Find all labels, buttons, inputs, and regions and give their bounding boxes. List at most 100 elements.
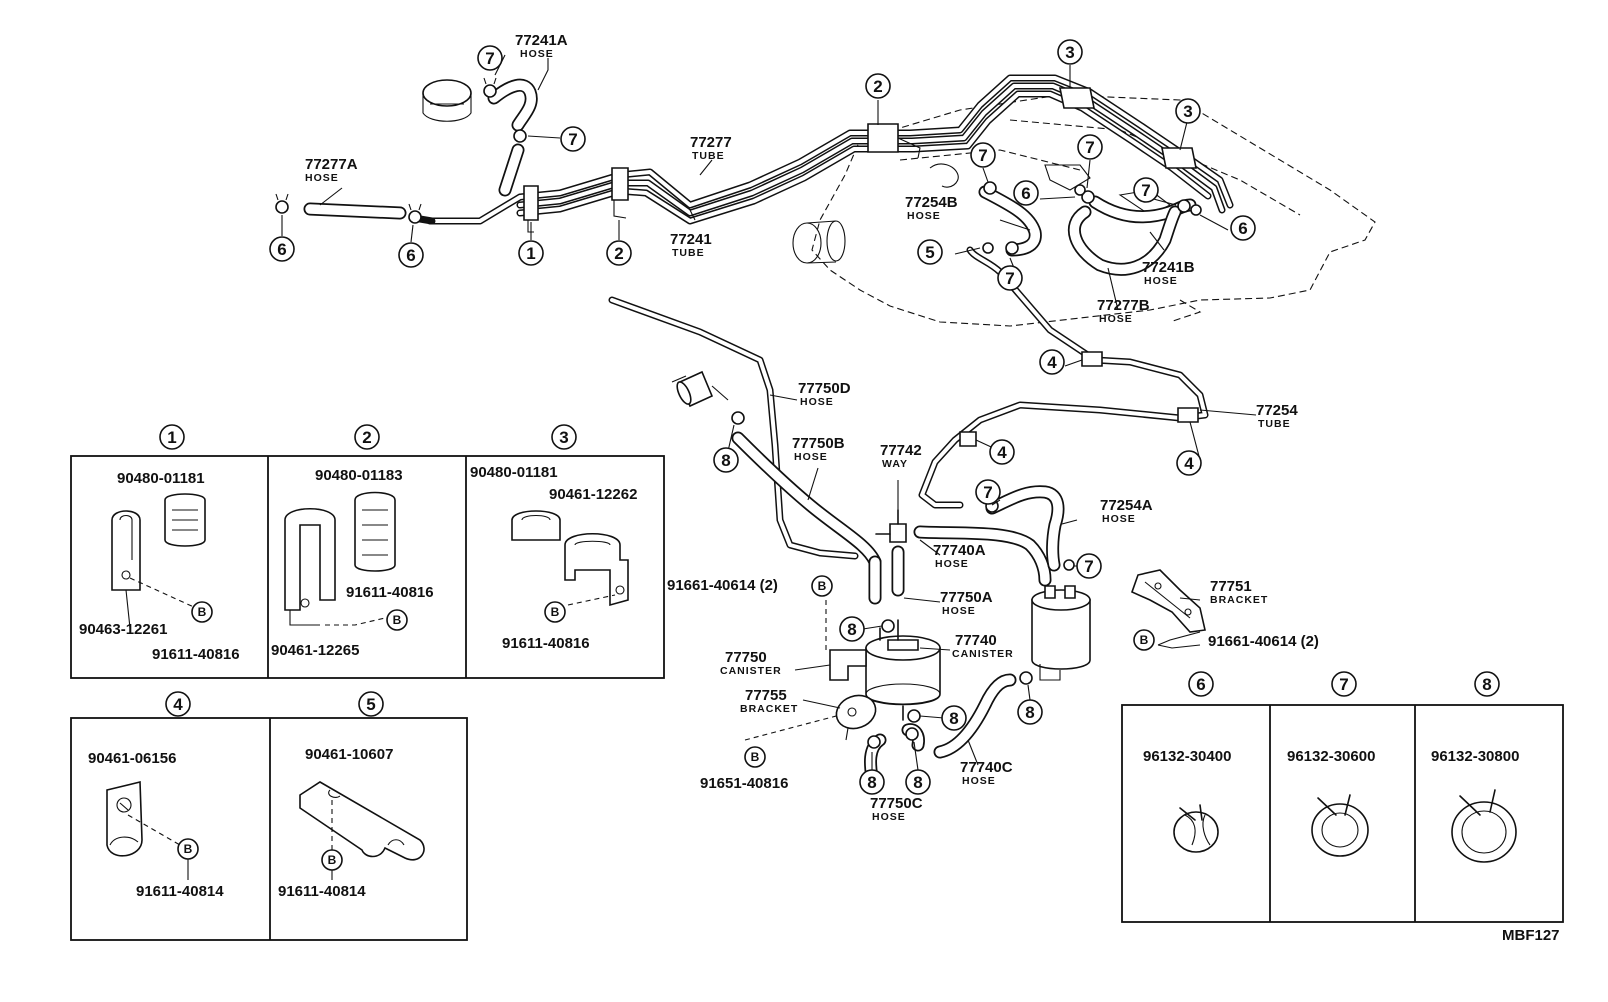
detail-5-id: 5 (366, 695, 375, 714)
detail-4-part-a: 90461-06156 (88, 750, 176, 767)
label-77740A: 77740A HOSE (933, 542, 986, 570)
callout-6: 6 (406, 246, 415, 265)
label-77740-num: 77740 (955, 632, 997, 649)
label-77277: 77277 TUBE (690, 134, 732, 162)
label-77277B: 77277B HOSE (1097, 297, 1150, 325)
detail-3-part-a: 90480-01181 (470, 464, 558, 481)
detail-1-part-c: 91611-40816 (152, 646, 240, 663)
callout-7: 7 (983, 483, 992, 502)
detail-6-part: 96132-30400 (1143, 748, 1231, 765)
detail-4-b: B (184, 842, 193, 856)
label-77755-desc: BRACKET (740, 703, 798, 715)
detail-6-id: 6 (1196, 675, 1205, 694)
three-way-77742 (875, 509, 1052, 597)
label-77254B-num: 77254B (905, 194, 958, 211)
label-77750D: 77750D HOSE (798, 380, 851, 408)
detail-4: 4 90461-06156 91611-40814 B (88, 691, 224, 900)
label-77742: 77742 WAY (880, 442, 922, 470)
label-77742-desc: WAY (882, 458, 908, 470)
hose-77740C (933, 673, 1017, 759)
callout-4: 4 (1184, 454, 1194, 473)
bolt-ref-3: B 91651-40816 (700, 746, 788, 792)
callout-7: 7 (568, 130, 577, 149)
label-77750-desc: CANISTER (720, 665, 782, 677)
label-77241-desc: TUBE (672, 247, 705, 259)
callout-4: 4 (1047, 353, 1057, 372)
callout-6: 6 (1021, 184, 1030, 203)
detail-3: 3 90480-01181 90461-12262 91611-40816 B (470, 424, 637, 652)
label-77750C: 77750C HOSE (870, 795, 923, 823)
detail-3-part-c: 91611-40816 (502, 635, 590, 652)
callout-7: 7 (978, 146, 987, 165)
callout-8: 8 (1025, 703, 1034, 722)
callout-7: 7 (1085, 138, 1094, 157)
hose-clamps-main (275, 77, 1202, 749)
hose-77750D (608, 296, 859, 560)
label-77254A: 77254A HOSE (1100, 497, 1153, 525)
detail-5-b: B (328, 853, 337, 867)
callout-8: 8 (721, 451, 730, 470)
label-77277A: 77277A HOSE (305, 156, 358, 184)
label-77740C: 77740C HOSE (960, 759, 1013, 787)
bracket-77755 (835, 694, 877, 741)
label-77742-num: 77742 (880, 442, 922, 459)
detail-7-id: 7 (1339, 675, 1348, 694)
detail-6: 6 96132-30400 (1143, 671, 1231, 853)
callout-7: 7 (485, 49, 494, 68)
detail-8-id: 8 (1482, 675, 1491, 694)
label-77750B-num: 77750B (792, 435, 845, 452)
detail-1: 1 90480-01181 90463-12261 91611-40816 B (79, 424, 240, 663)
label-77751-desc: BRACKET (1210, 594, 1268, 606)
label-77750A-num: 77750A (940, 589, 993, 606)
callout-1: 1 (526, 244, 535, 263)
bracket-77751 (1130, 569, 1206, 633)
label-77254-desc: TUBE (1258, 418, 1291, 430)
callout-2: 2 (873, 77, 882, 96)
callout-7: 7 (1005, 269, 1014, 288)
label-77277A-num: 77277A (305, 156, 358, 173)
detail-boxes-bottom (70, 717, 468, 941)
bolt-ref-3-b: B (751, 750, 760, 764)
detail-7: 7 96132-30600 (1287, 671, 1375, 857)
detail-8-part: 96132-30800 (1431, 748, 1519, 765)
callouts-main: 7 7 6 6 1 2 2 3 3 7 7 7 6 6 5 7 4 4 4 8 … (269, 39, 1256, 795)
detail-3-id: 3 (559, 428, 568, 447)
detail-2-part-c: 90461-12265 (271, 642, 359, 659)
detail-2-part-a: 90480-01183 (315, 467, 403, 484)
callout-6: 6 (1238, 219, 1247, 238)
label-77740: 77740 CANISTER (952, 632, 1014, 660)
bolt-ref-1: 91661-40614 (2) B (667, 575, 833, 597)
label-77750A: 77750A HOSE (940, 589, 993, 617)
label-77750C-num: 77750C (870, 795, 923, 812)
reference-code: MBF127 (1502, 927, 1560, 944)
detail-5-part-a: 90461-10607 (305, 746, 393, 763)
bolt-ref-3-label: 91651-40816 (700, 775, 788, 792)
detail-5: 5 90461-10607 91611-40814 B (278, 691, 425, 900)
label-77740-desc: CANISTER (952, 648, 1014, 660)
label-77750D-desc: HOSE (800, 396, 834, 408)
label-77254B-desc: HOSE (907, 210, 941, 222)
detail-2-id: 2 (362, 428, 371, 447)
detail-1-part-a: 90480-01181 (117, 470, 205, 487)
callout-8: 8 (847, 620, 856, 639)
hose-77277A (303, 202, 436, 225)
callout-2: 2 (614, 244, 623, 263)
label-77277-desc: TUBE (692, 150, 725, 162)
detail-7-part: 96132-30600 (1287, 748, 1375, 765)
detail-2-b: B (393, 613, 402, 627)
label-77740C-desc: HOSE (962, 775, 996, 787)
label-77241A-num: 77241A (515, 32, 568, 49)
tube-bundle-77241-77277 (426, 74, 1234, 233)
callout-8: 8 (913, 773, 922, 792)
detail-1-part-b: 90463-12261 (79, 621, 167, 638)
label-77254A-desc: HOSE (1102, 513, 1136, 525)
callout-7: 7 (1141, 181, 1150, 200)
fuel-filter (671, 370, 729, 408)
detail-4-part-b: 91611-40814 (136, 883, 224, 900)
label-77750D-num: 77750D (798, 380, 851, 397)
label-77750C-desc: HOSE (872, 811, 906, 823)
label-77241B-num: 77241B (1142, 259, 1195, 276)
detail-boxes-top (70, 455, 665, 679)
detail-1-id: 1 (167, 428, 176, 447)
